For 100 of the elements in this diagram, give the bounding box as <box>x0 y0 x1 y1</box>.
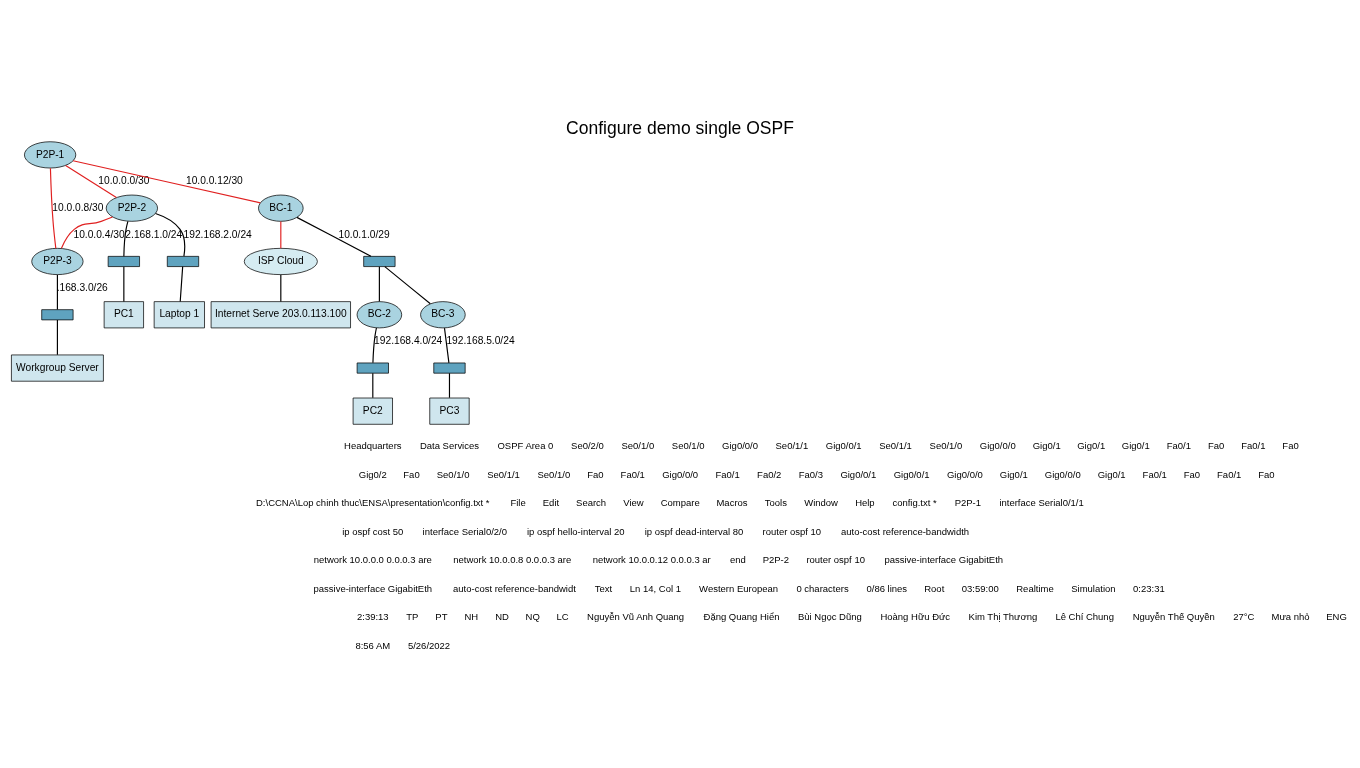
label: Fa0 <box>403 468 420 480</box>
edge-label: 10.0.0.12/30 <box>185 174 243 186</box>
label: Đặng Quang Hiển <box>703 610 780 622</box>
connector <box>56 273 58 310</box>
label: Headquarters <box>344 439 402 451</box>
connector <box>384 265 431 304</box>
label: Se0/1/0 <box>929 439 963 451</box>
label: D:\CCNA\Lop chinh thuc\ENSA\presentation\config.txt * <box>256 496 490 508</box>
label: Fa0/1 <box>620 468 645 480</box>
label: OSPF Area 0 <box>497 439 554 451</box>
connector <box>154 212 186 257</box>
label: 0 characters <box>796 582 849 594</box>
label: Gig0/0/0 <box>1044 468 1081 480</box>
label: 8:56 AM <box>355 639 391 651</box>
connector <box>443 326 450 363</box>
node-box: PC2 <box>352 397 393 425</box>
connector <box>123 265 125 302</box>
node-box: PC1 <box>103 300 144 328</box>
label: View <box>623 496 644 508</box>
label: network 10.0.0.12 0.0.0.3 ar <box>592 553 711 565</box>
label: Fa0 <box>1282 439 1299 451</box>
label: Kim Thị Thương <box>968 610 1038 622</box>
label: ND <box>495 610 509 622</box>
connector <box>378 265 380 302</box>
label: Realtime <box>1016 582 1054 594</box>
label: Gig0/0/1 <box>825 439 862 451</box>
label: Gig0/0/0 <box>979 439 1016 451</box>
edge-label: 10.0.0.4/30 <box>73 228 125 240</box>
label: router ospf 10 <box>762 525 822 537</box>
node-box: PC3 <box>429 397 470 425</box>
label: Se0/1/1 <box>487 468 520 480</box>
label: 0/86 lines <box>866 582 908 594</box>
label: 27°C <box>1233 610 1255 622</box>
node-box: Internet Serve 203.0.113.100 <box>210 300 351 328</box>
label: Gig0/1 <box>1121 439 1150 451</box>
label: Fa0/3 <box>798 468 823 480</box>
label: Mưa nhỏ <box>1271 610 1310 622</box>
label: PT <box>435 610 448 622</box>
label: Gig0/0/0 <box>946 468 983 480</box>
label: P2P-2 <box>762 553 790 565</box>
edge-label: 10.0.0.8/30 <box>52 201 104 213</box>
edge-label: 10.0.1.0/29 <box>338 228 390 240</box>
label: Hoàng Hữu Đức <box>880 610 951 622</box>
label: P2P-1 <box>954 496 982 508</box>
label: Text <box>594 582 613 594</box>
label: NH <box>464 610 479 622</box>
label: Search <box>576 496 607 508</box>
label: Fa0/2 <box>757 468 782 480</box>
node-ellipse: ISP Cloud <box>243 247 318 275</box>
connector <box>280 220 282 249</box>
label: ip ospf hello-interval 20 <box>527 525 625 537</box>
label: Se0/1/0 <box>671 439 705 451</box>
connector <box>123 220 129 257</box>
label: auto-cost reference-bandwidt <box>453 582 576 594</box>
label: Gig0/1 <box>1097 468 1126 480</box>
label: Fa0/1 <box>1166 439 1191 451</box>
node-box <box>107 255 140 267</box>
edge-label: 192.168.2.0/24 <box>183 228 252 240</box>
label: interface Serial0/1/1 <box>999 496 1084 508</box>
label: end <box>729 553 746 565</box>
label: Se0/1/1 <box>775 439 809 451</box>
label: Se0/1/1 <box>879 439 912 451</box>
label: Gig0/1 <box>1032 439 1061 451</box>
label: passive-interface GigabitEth <box>884 553 1004 565</box>
node-box: Workgroup Server <box>11 354 104 382</box>
node-box <box>41 308 74 320</box>
connector <box>296 216 372 257</box>
label: 03:59:00 <box>961 582 999 594</box>
label: Macros <box>716 496 748 508</box>
label: Fa0 <box>587 468 604 480</box>
label: Gig0/0/1 <box>893 468 930 480</box>
node-ellipse: P2P-2 <box>105 194 158 222</box>
label: Se0/1/0 <box>537 468 571 480</box>
label: Gig0/0/0 <box>662 468 699 480</box>
label: Data Services <box>419 439 479 451</box>
label: network 10.0.0.0 0.0.0.3 are <box>313 553 432 565</box>
label: Western European <box>699 582 779 594</box>
label: Se0/1/0 <box>436 468 470 480</box>
label: Help <box>855 496 875 508</box>
label: Edit <box>542 496 560 508</box>
label: 2:39:13 <box>356 610 389 622</box>
connector <box>72 159 261 203</box>
label: ip ospf dead-interval 80 <box>644 525 744 537</box>
edge-label: 10.0.0.0/30 <box>98 174 150 186</box>
label: Gig0/2 <box>358 468 387 480</box>
label: Tools <box>764 496 787 508</box>
connector <box>65 164 117 198</box>
label: Se0/2/0 <box>571 439 604 451</box>
label: Fa0 <box>1183 468 1201 480</box>
connector <box>179 265 184 302</box>
node-ellipse: BC-3 <box>420 300 466 328</box>
label: Compare <box>660 496 700 508</box>
label: Gig0/1 <box>999 468 1028 480</box>
label: config.txt * <box>892 496 937 508</box>
label: Simulation <box>1071 582 1116 594</box>
label: Fa0/1 <box>1142 468 1167 480</box>
connector <box>56 318 58 355</box>
node-box <box>433 362 466 374</box>
label: Gig0/0/0 <box>722 439 758 451</box>
label: Lê Chí Chung <box>1055 610 1114 622</box>
